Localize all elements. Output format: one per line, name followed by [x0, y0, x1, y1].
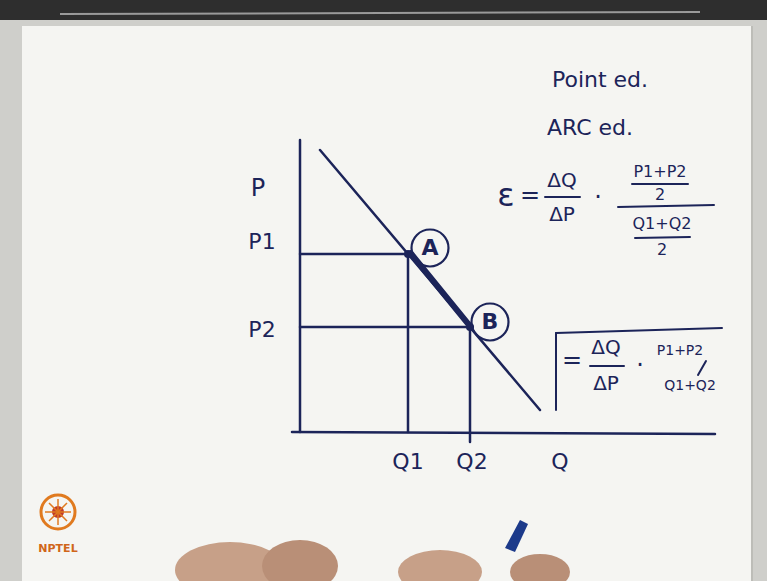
hand-label: =: [520, 183, 540, 207]
hand: [262, 540, 338, 581]
hand-label: ARC ed.: [547, 117, 633, 139]
q2-guide: [469, 327, 472, 442]
bracket: [556, 328, 722, 333]
hand-label: P1+P2: [657, 343, 703, 357]
p2-guide: [300, 326, 470, 329]
hand-label: 2: [655, 187, 665, 203]
hand-label: =: [562, 348, 582, 372]
fraction-bar: [545, 196, 580, 198]
paper-sheet: [22, 26, 752, 581]
hand-label: ΔQ: [547, 170, 576, 190]
fraction-bar: [635, 237, 690, 238]
logo-ring: [41, 495, 75, 529]
hand-label: ·: [594, 185, 602, 209]
point-name: A: [421, 237, 438, 259]
hand-label: Q1+Q2: [664, 378, 716, 392]
hand-label: P1+P2: [633, 164, 686, 180]
hand-label: ·: [636, 353, 644, 377]
price-axis: [299, 140, 302, 432]
hand-label: ΔP: [549, 204, 575, 224]
hand-label: ΔQ: [591, 337, 620, 357]
hand-label: ε: [497, 179, 514, 211]
q1-guide: [407, 254, 410, 432]
hand-label: 2: [657, 242, 667, 258]
bracket: [555, 333, 557, 410]
point-name: B: [482, 311, 499, 333]
hand-label: Q1: [392, 451, 423, 473]
point-circle: B: [470, 302, 510, 342]
paper-edge: [751, 26, 753, 581]
hand-label: P2: [248, 319, 275, 341]
pen: [505, 520, 528, 552]
point-circle: A: [410, 228, 450, 268]
quantity-axis: [292, 432, 715, 434]
hand: [398, 550, 482, 581]
circle-text-holder: A: [410, 228, 450, 268]
hand-label: Q2: [456, 451, 487, 473]
circle-text-holder: B: [470, 302, 510, 342]
nptel-logo: [41, 495, 75, 529]
demand-curve: [320, 150, 540, 410]
hand-label: P1: [248, 231, 275, 253]
hand: [510, 554, 570, 581]
top-edge: [0, 0, 767, 20]
circle-outline: [412, 230, 449, 267]
logo-text: NPTEL: [38, 543, 77, 554]
hand-label: P: [251, 176, 265, 200]
logo-rays: [45, 499, 71, 525]
p1-guide: [300, 253, 408, 256]
hands: [175, 520, 570, 581]
fraction-bar: [632, 183, 688, 185]
hand-label: Q: [551, 451, 568, 473]
axes: [292, 140, 715, 442]
board-edge: [60, 12, 700, 14]
hand-label: Q1+Q2: [633, 216, 692, 232]
fraction-bar: [618, 205, 714, 207]
hand-label: Point ed.: [552, 69, 648, 91]
slash: [698, 361, 706, 375]
formula-strokes: [545, 184, 722, 410]
circle-outline: [472, 304, 509, 341]
hand-label: ΔP: [593, 373, 619, 393]
fraction-bar: [590, 365, 624, 367]
